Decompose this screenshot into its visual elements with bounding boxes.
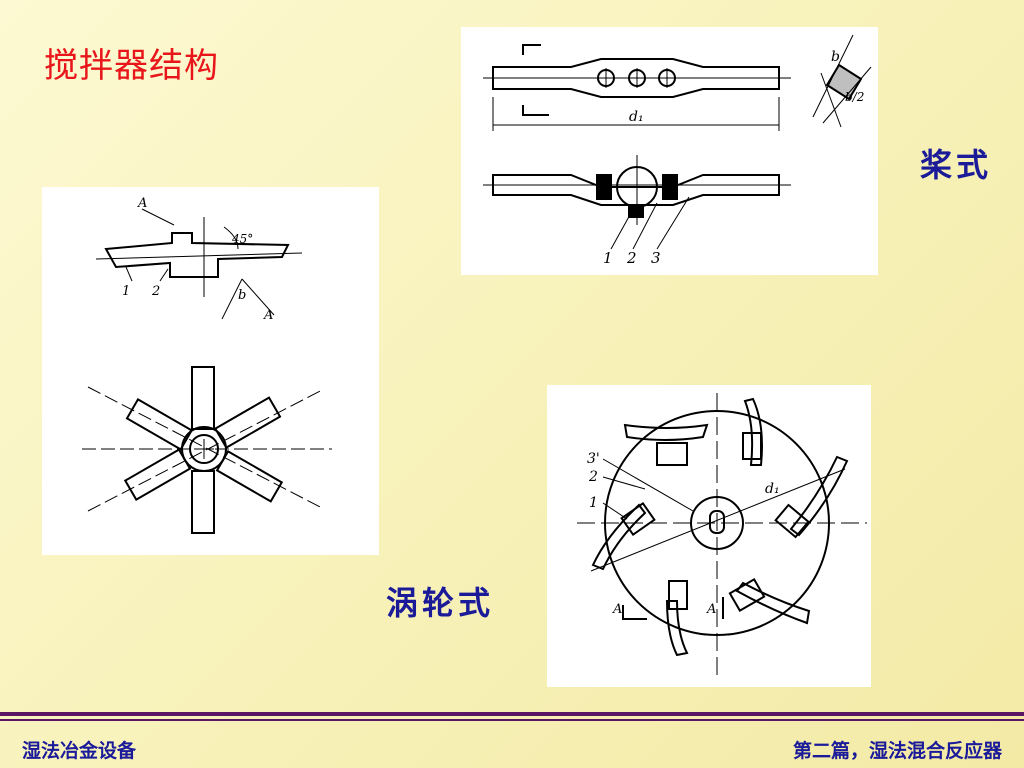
paddle-top-b-label: b xyxy=(831,49,840,65)
turbine-type-label: 涡轮式 xyxy=(386,584,495,622)
blade-part-2-label: 2 xyxy=(151,284,160,299)
paddle-part-1-label: 1 xyxy=(603,249,613,267)
turbine-part-3-label: 3' xyxy=(587,451,600,467)
turbine-A-right-label: A xyxy=(706,602,716,617)
turbine-part-2-label: 2 xyxy=(588,469,598,485)
blade-b-label: b xyxy=(238,288,246,303)
footer-course-title: 湿法冶金设备 xyxy=(22,740,137,762)
footer-section-title: 第二篇，湿法混合反应器 xyxy=(792,740,1002,762)
paddle-part-2-label: 2 xyxy=(626,249,637,267)
pitched-blade-figure: A 45° 1 2 b A xyxy=(42,187,379,555)
paddle-agitator-figure: d₁ b b/2 1 2 3 xyxy=(461,27,878,275)
turbine-agitator-drawing: 3' 2 1 d₁ A A xyxy=(577,393,867,675)
blade-part-1-label: 1 xyxy=(122,284,130,299)
turbine-A-left-label: A xyxy=(612,602,622,617)
paddle-part-3-label: 3 xyxy=(651,249,661,267)
pitched-blade-drawing: A 45° 1 2 b A xyxy=(82,196,332,534)
paddle-agitator-drawing: d₁ b b/2 1 2 3 xyxy=(483,34,872,267)
paddle-top-bw-label: b/2 xyxy=(845,90,864,104)
paddle-top-d-label: d₁ xyxy=(629,109,644,125)
turbine-d-label: d₁ xyxy=(765,481,780,497)
footer-rule-thin xyxy=(0,719,1024,721)
blade-A-bottom-label: A xyxy=(263,308,273,323)
paddle-type-label: 桨式 xyxy=(920,146,993,184)
footer-rule-thick xyxy=(0,712,1024,716)
slide-title: 搅拌器结构 xyxy=(44,46,219,86)
blade-A-top-label: A xyxy=(137,196,147,211)
blade-angle-label: 45° xyxy=(231,232,253,246)
turbine-part-1-label: 1 xyxy=(589,495,598,511)
turbine-agitator-figure: 3' 2 1 d₁ A A xyxy=(547,385,871,687)
